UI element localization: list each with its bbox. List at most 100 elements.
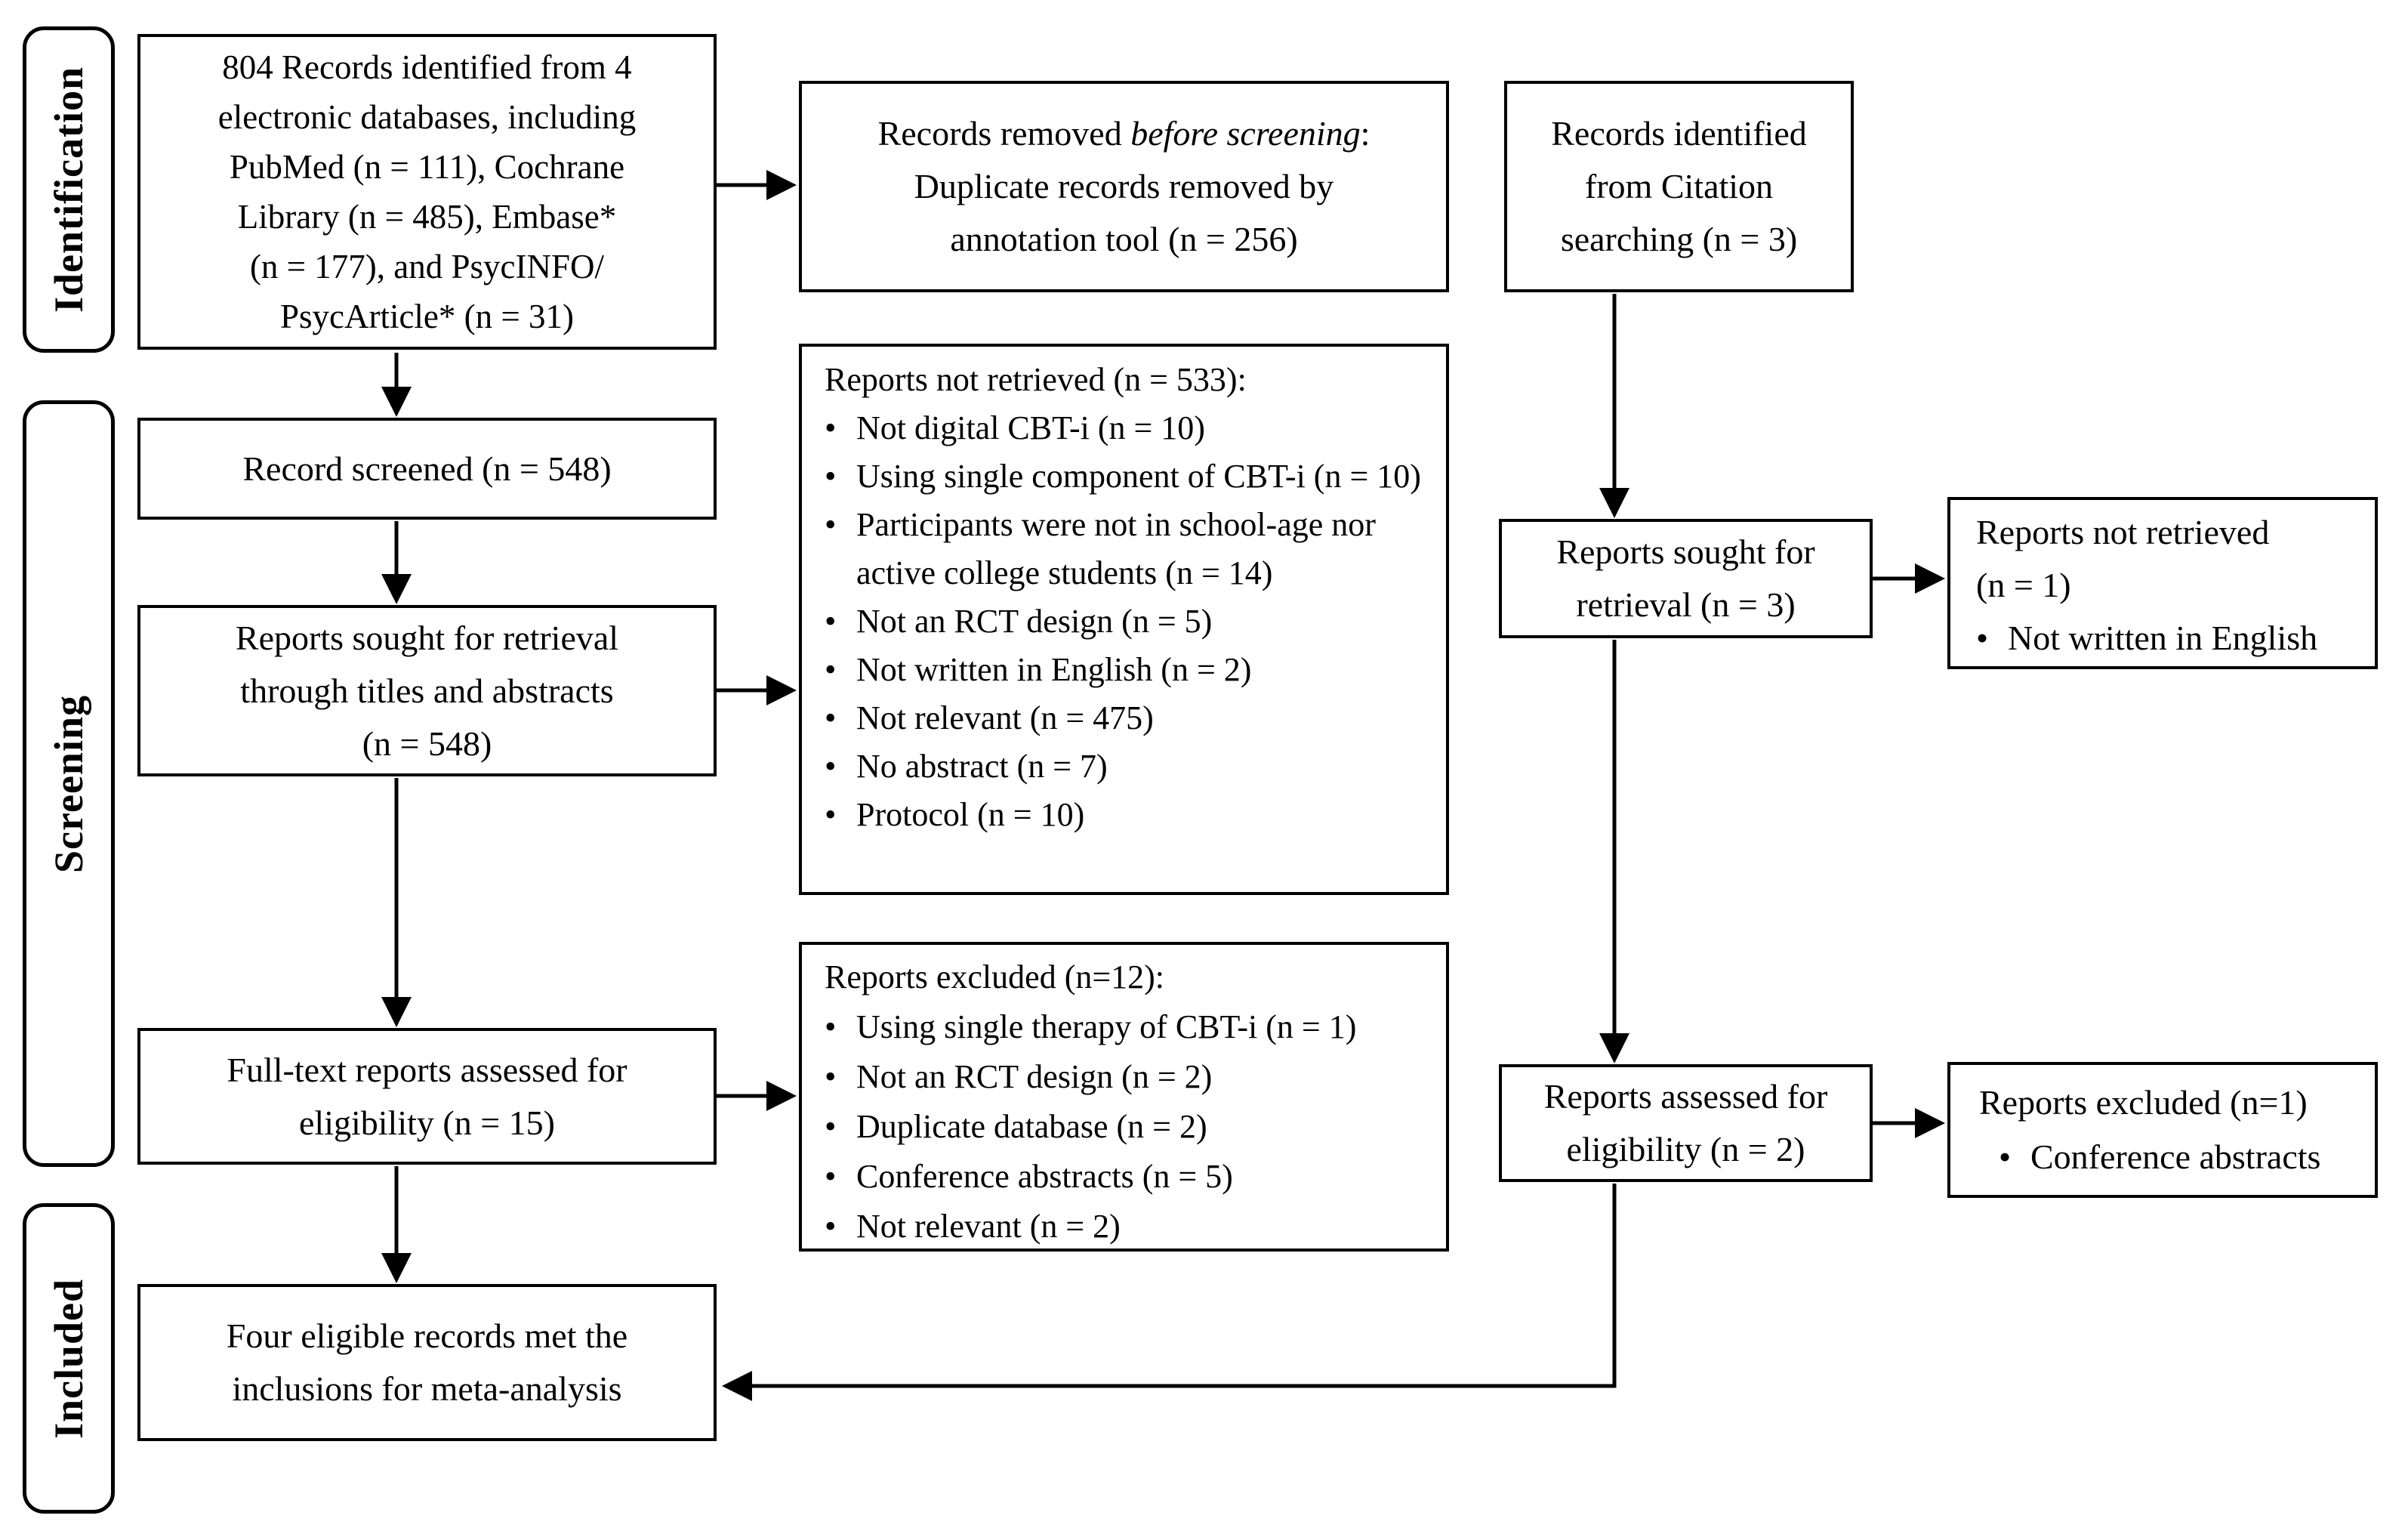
bullet-text: Not written in English (n = 2) — [856, 651, 1252, 688]
bullet-text: Conference abstracts — [2030, 1137, 2321, 1176]
bullet-glyph: • — [825, 1058, 837, 1095]
box-line: Four eligible records met the — [226, 1316, 628, 1355]
bullet-text: Not relevant (n = 475) — [856, 699, 1154, 736]
box-reports-excluded-citation: Reports excluded (n=1) • Conference abstr… — [1947, 1062, 2378, 1198]
bullet-list: • Not written in English — [1976, 612, 2363, 665]
box-records-screened: Record screened (n = 548) — [137, 418, 717, 520]
box-title: Reports excluded (n=1) — [1979, 1083, 2308, 1122]
box-included-final: Four eligible records met the inclusions… — [137, 1284, 717, 1441]
box-line: Reports not retrieved — [1976, 513, 2270, 551]
bullet-text: Not digital CBT-i (n = 10) — [856, 409, 1205, 446]
box-reports-not-retrieved-main: Reports not retrieved (n = 533): • Not di… — [799, 344, 1449, 895]
bullet-list: • Not digital CBT-i (n = 10) • Using single… — [825, 404, 1428, 839]
bullet-text: Using single therapy of CBT-i (n = 1) — [856, 1008, 1357, 1045]
box-line: Record screened (n = 548) — [242, 449, 612, 488]
bullet-text: Not relevant (n = 2) — [856, 1208, 1121, 1245]
bullet-item: • Not an RCT design (n = 5) — [825, 597, 1428, 646]
box-line: Library (n = 485), Embase* — [237, 198, 617, 236]
box-line: retrieval (n = 3) — [1576, 585, 1796, 624]
box-line: Records identified — [1551, 114, 1807, 153]
box-reports-sought-main: Reports sought for retrieval through tit… — [137, 605, 717, 776]
bullet-item: • Not digital CBT-i (n = 10) — [825, 404, 1428, 452]
bullet-list: • Using single therapy of CBT-i (n = 1) • N… — [825, 1002, 1428, 1252]
bullet-glyph: • — [825, 699, 837, 736]
bullet-glyph: • — [825, 506, 837, 543]
box-line: through titles and abstracts — [240, 671, 614, 710]
bullet-glyph: • — [825, 409, 837, 446]
box-fulltext-assessed: Full-text reports assessed for eligibili… — [137, 1028, 717, 1165]
box-line: Records removed before screening: — [878, 107, 1370, 160]
bullet-item: • Protocol (n = 10) — [825, 791, 1428, 839]
bullet-item: • Duplicate database (n = 2) — [825, 1102, 1428, 1152]
box-line: from Citation — [1584, 167, 1774, 205]
box-line: PubMed (n = 111), Cochrane — [229, 148, 625, 186]
stage-tab-included: Included — [23, 1203, 115, 1514]
box-line: PsycArticle* (n = 31) — [279, 298, 575, 335]
stage-label-identification: Identification — [46, 66, 92, 313]
bullet-list: • Conference abstracts — [1979, 1130, 2363, 1184]
bullet-item: • Not relevant (n = 2) — [825, 1202, 1428, 1252]
bullet-item: • Conference abstracts — [1999, 1130, 2363, 1184]
box-line: eligibility (n = 2) — [1566, 1130, 1805, 1168]
bullet-text: Participants were not in school-age nor … — [856, 506, 1376, 591]
box-title: Reports not retrieved (n = 533): — [825, 361, 1247, 398]
box-reports-assessed-citation: Reports assessed for eligibility (n = 2) — [1499, 1064, 1873, 1182]
bullet-glyph: • — [825, 796, 837, 833]
bullet-text: Not an RCT design (n = 5) — [856, 603, 1213, 640]
box-line: searching (n = 3) — [1560, 220, 1798, 258]
box-reports-excluded-main: Reports excluded (n=12): • Using single t… — [799, 942, 1449, 1252]
box-line: 804 Records identified from 4 — [222, 48, 632, 86]
bullet-item: • Not relevant (n = 475) — [825, 694, 1428, 742]
box-citation-identified: Records identified from Citation searchi… — [1504, 81, 1854, 292]
stage-tab-screening: Screening — [23, 400, 115, 1167]
box-line: Reports assessed for — [1543, 1077, 1828, 1116]
box-line-text: : — [1360, 114, 1370, 153]
box-records-removed: Records removed before screening: Duplic… — [799, 81, 1449, 292]
bullet-item: • Using single therapy of CBT-i (n = 1) — [825, 1002, 1428, 1052]
bullet-text: No abstract (n = 7) — [856, 748, 1108, 785]
bullet-glyph: • — [825, 1158, 837, 1195]
bullet-glyph: • — [825, 748, 837, 785]
bullet-item: • Using single component of CBT-i (n = 10… — [825, 452, 1428, 501]
bullet-text: Not an RCT design (n = 2) — [856, 1058, 1213, 1095]
bullet-text: Protocol (n = 10) — [856, 796, 1085, 833]
bullet-item: • No abstract (n = 7) — [825, 742, 1428, 791]
box-line: Reports sought for — [1556, 532, 1815, 571]
box-line-emphasis: before screening — [1130, 114, 1361, 153]
bullet-text: Not written in English — [2008, 619, 2318, 657]
bullet-glyph: • — [825, 1208, 837, 1245]
box-line: Full-text reports assessed for — [227, 1050, 627, 1089]
box-line: electronic databases, including — [217, 98, 637, 136]
bullet-item: • Conference abstracts (n = 5) — [825, 1152, 1428, 1202]
box-line: (n = 548) — [362, 724, 492, 763]
box-line: annotation tool (n = 256) — [950, 220, 1298, 258]
bullet-glyph: • — [825, 603, 837, 640]
bullet-glyph: • — [1976, 619, 1989, 657]
bullet-text: Conference abstracts (n = 5) — [856, 1158, 1233, 1195]
bullet-item: • Not written in English — [1976, 612, 2363, 665]
bullet-glyph: • — [1999, 1137, 2012, 1176]
box-line: (n = 177), and PsycINFO/ — [249, 248, 605, 286]
box-line: Duplicate records removed by — [914, 167, 1334, 205]
bullet-text: Duplicate database (n = 2) — [856, 1108, 1207, 1145]
bullet-glyph: • — [825, 1008, 837, 1045]
box-line: eligibility (n = 15) — [299, 1103, 555, 1142]
box-records-identified: 804 Records identified from 4 electronic… — [137, 34, 717, 350]
bullet-glyph: • — [825, 458, 837, 495]
bullet-text: Using single component of CBT-i (n = 10) — [856, 458, 1421, 495]
stage-label-included: Included — [46, 1278, 91, 1439]
bullet-item: • Not an RCT design (n = 2) — [825, 1052, 1428, 1102]
box-title: Reports excluded (n=12): — [825, 958, 1165, 995]
stage-label-screening: Screening — [46, 694, 91, 873]
bullet-item: • Participants were not in school-age nor… — [825, 501, 1428, 597]
box-reports-sought-citation: Reports sought for retrieval (n = 3) — [1499, 519, 1873, 638]
bullet-glyph: • — [825, 651, 837, 688]
box-line-text: Records removed — [877, 114, 1131, 153]
bullet-item: • Not written in English (n = 2) — [825, 646, 1428, 694]
box-line: inclusions for meta-analysis — [232, 1369, 622, 1408]
bullet-glyph: • — [825, 1108, 837, 1145]
stage-tab-identification: Identification — [23, 26, 115, 353]
box-reports-not-retrieved-citation: Reports not retrieved (n = 1) •Not writt… — [1947, 497, 2378, 669]
box-line: Reports sought for retrieval — [235, 618, 619, 657]
